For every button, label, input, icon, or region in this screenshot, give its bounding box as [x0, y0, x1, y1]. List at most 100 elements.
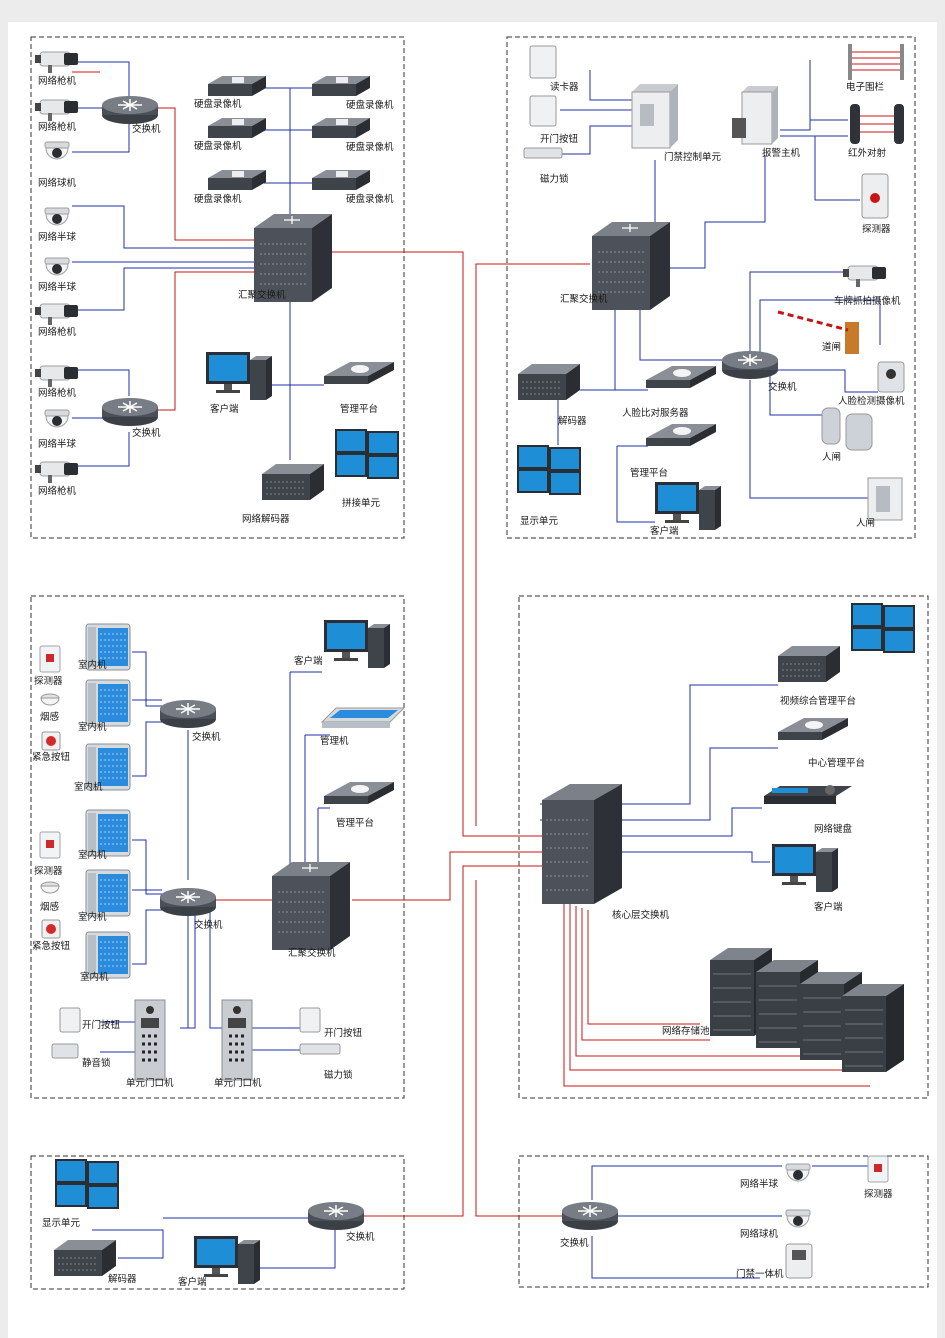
gun-camera-1: [34, 51, 79, 74]
nvr-6: [312, 170, 370, 190]
exit-button-1-icon: [59, 1007, 81, 1033]
label: 管理平台: [630, 467, 668, 479]
label: 硬盘录像机: [194, 98, 242, 110]
panic-button-1-icon: [41, 731, 61, 751]
nvr-2: [312, 76, 370, 96]
label: 网络枪机: [38, 485, 77, 497]
zone-intercom: [30, 595, 405, 1099]
silent-lock-icon: [51, 1043, 79, 1059]
door-station-2: [220, 998, 254, 1082]
label: 网络球机: [38, 177, 77, 189]
switch-video-2: [101, 397, 159, 427]
half-dome-1: [44, 207, 70, 226]
label: 解码器: [558, 415, 587, 427]
label: 探测器: [864, 1188, 893, 1200]
nvr-4: [312, 118, 370, 138]
label: 开门按钮: [540, 133, 579, 145]
decoder-display: [53, 1239, 117, 1277]
label: 网络枪机: [38, 387, 77, 399]
client-access: [655, 482, 721, 530]
label: 管理机: [320, 735, 349, 747]
network-keyboard-icon: [764, 785, 852, 804]
label: 拼接单元: [342, 497, 381, 509]
label: 人脸比对服务器: [622, 407, 689, 419]
label: 探测器: [34, 865, 63, 877]
label: 室内机: [78, 849, 107, 861]
label: 读卡器: [550, 81, 579, 93]
label: 人闸: [822, 451, 841, 463]
mgmt-platform-intercom: [324, 782, 394, 804]
label: 客户端: [178, 1276, 207, 1288]
detector-icon: [861, 173, 889, 219]
dome-camera-remote: [785, 1209, 811, 1228]
video-wall-core: [851, 603, 915, 653]
dome-camera-1: [44, 141, 70, 160]
manager-console-icon: [320, 707, 406, 728]
label: 视频综合管理平台: [780, 695, 856, 707]
zone-video-devices: [34, 51, 399, 501]
core-switch-cabinet: [542, 784, 622, 904]
label: 客户端: [294, 655, 323, 667]
display-unit: [55, 1159, 119, 1209]
label: 道闸: [822, 341, 841, 353]
zone-display-devices: [53, 1159, 365, 1284]
indoor-unit-5: [85, 869, 131, 917]
zone-intercom-devices: [39, 620, 406, 1082]
label: 单元门口机: [126, 1077, 174, 1089]
gun-camera-5: [34, 461, 79, 484]
smoke-detector-1-icon: [40, 693, 60, 706]
label: 显示单元: [42, 1217, 81, 1229]
aggregation-switch-intercom: [271, 861, 351, 951]
label: 中心管理平台: [808, 757, 865, 769]
switch-intercom-2: [159, 887, 217, 917]
label: 网络解码器: [242, 513, 290, 525]
door-controller-icon: [631, 84, 678, 149]
zone-core: [518, 595, 929, 1099]
label: 报警主机: [762, 147, 801, 159]
infrared-beam-icon: [850, 104, 904, 144]
turnstile-1-icon: [821, 407, 873, 451]
label: 网络球机: [740, 1228, 779, 1240]
label: 紧急按钮: [32, 940, 71, 952]
label: 核心层交换机: [612, 909, 670, 921]
label: 探测器: [34, 675, 63, 687]
label: 硬盘录像机: [194, 193, 242, 205]
half-dome-3: [44, 409, 70, 428]
label: 网络枪机: [38, 121, 77, 133]
label: 客户端: [210, 403, 239, 415]
label: 人闸: [856, 517, 875, 529]
nvr-3: [208, 118, 266, 138]
client-intercom: [324, 620, 390, 668]
storage-pool: [709, 947, 905, 1073]
network-decoder: [261, 463, 325, 501]
half-dome-2: [44, 257, 70, 276]
barrier-gate-icon: [777, 310, 859, 354]
video-mgmt-platform: [777, 645, 841, 683]
detector-2-icon: [39, 831, 61, 859]
labels: 网络枪机 网络枪机 网络球机 交换机 网络半球 网络半球 网络枪机 网络枪机 网…: [32, 75, 905, 1288]
label: 网络枪机: [38, 75, 77, 87]
label: 显示单元: [520, 515, 559, 527]
label: 室内机: [78, 721, 107, 733]
zone-remote-devices: [561, 1155, 889, 1279]
zone-access-devices: [517, 44, 905, 530]
label: 汇聚交换机: [238, 289, 286, 301]
zone-display: [30, 1155, 405, 1290]
label: 电子围栏: [846, 81, 885, 93]
label: 磁力锁: [540, 173, 569, 185]
switch-remote: [561, 1201, 619, 1231]
label: 网络枪机: [38, 326, 77, 338]
nvr-1: [208, 76, 266, 96]
label: 烟感: [40, 711, 60, 723]
label: 室内机: [80, 971, 109, 983]
label: 人脸检测摄像机: [838, 395, 905, 407]
label: 网络半球: [38, 438, 77, 450]
label: 客户端: [814, 901, 843, 913]
detector-remote-icon: [867, 1155, 889, 1183]
blue-links: [72, 60, 881, 1279]
video-wall-splice: [335, 429, 399, 479]
center-mgmt-platform: [778, 718, 848, 740]
zone-remote: [518, 1155, 929, 1288]
label: 开门按钮: [324, 1027, 363, 1039]
label: 网络半球: [38, 281, 77, 293]
